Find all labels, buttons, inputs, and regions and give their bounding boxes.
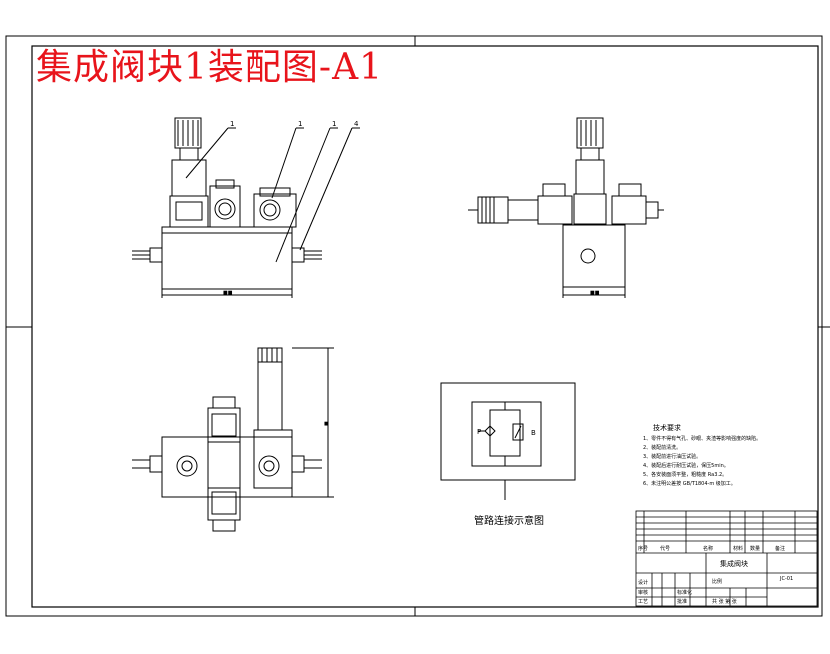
side-width-dimension: ■■ [590,290,600,296]
part-number: JC-01 [779,576,793,582]
balloon-2: 1 [298,120,302,128]
tech-req-item: 4、装配后进行耐压试验，保压5min。 [643,462,729,469]
outer-frame [5,35,823,617]
balloon-4: 4 [354,120,359,128]
sheet-label: 共 张 第 张 [712,598,737,605]
title-block-header-cell: 材料 [733,545,743,552]
front-width-dimension: ■■ [223,290,233,296]
side-view [468,117,664,298]
tech-req-item: 1、零件不得有气孔、砂眼、夹渣等影响强度的缺陷。 [643,435,761,442]
front-view [132,117,360,298]
pipeline-caption: 管路连接示意图 [474,514,544,527]
scale-label: 比例 [712,578,722,585]
title-block-header-cell: 备注 [775,545,785,552]
drawing-name: 集成阀块 [720,559,748,568]
title-block [635,510,818,607]
tech-req-item: 3、装配前进行油压试验。 [643,453,701,460]
approve-label: 审核 [638,589,648,596]
approve-label: 批准 [677,598,687,605]
balloon-1: 1 [230,120,234,128]
tech-req-heading: 技术要求 [653,423,681,432]
top-view [132,347,334,532]
drawing-title: 集成阀块1装配图-A1 [36,47,383,88]
tech-req-item: 6、未注明公差按 GB/T1804-m 级加工。 [643,480,736,487]
centering-marks [6,36,830,616]
height-dimension: ■ [324,421,329,427]
tech-req-item: 2、装配前清洗。 [643,444,681,451]
balloon-3: 1 [332,120,336,128]
approve-label: 工艺 [638,599,648,605]
title-block-header-cell: 序号 [638,545,648,552]
schematic-port-p: P [477,428,481,436]
schematic-port-b: B [531,429,536,437]
tech-req-item: 5、各安装面须平整，粗糙度 Ra3.2。 [643,471,727,478]
title-block-header-cell: 名称 [703,545,713,552]
pipeline-schematic [440,382,576,500]
approve-label: 设计 [638,579,648,586]
title-block-header-cell: 代号 [660,545,670,552]
approve-label: 标准化 [677,589,692,596]
title-block-header-cell: 数量 [750,545,760,552]
